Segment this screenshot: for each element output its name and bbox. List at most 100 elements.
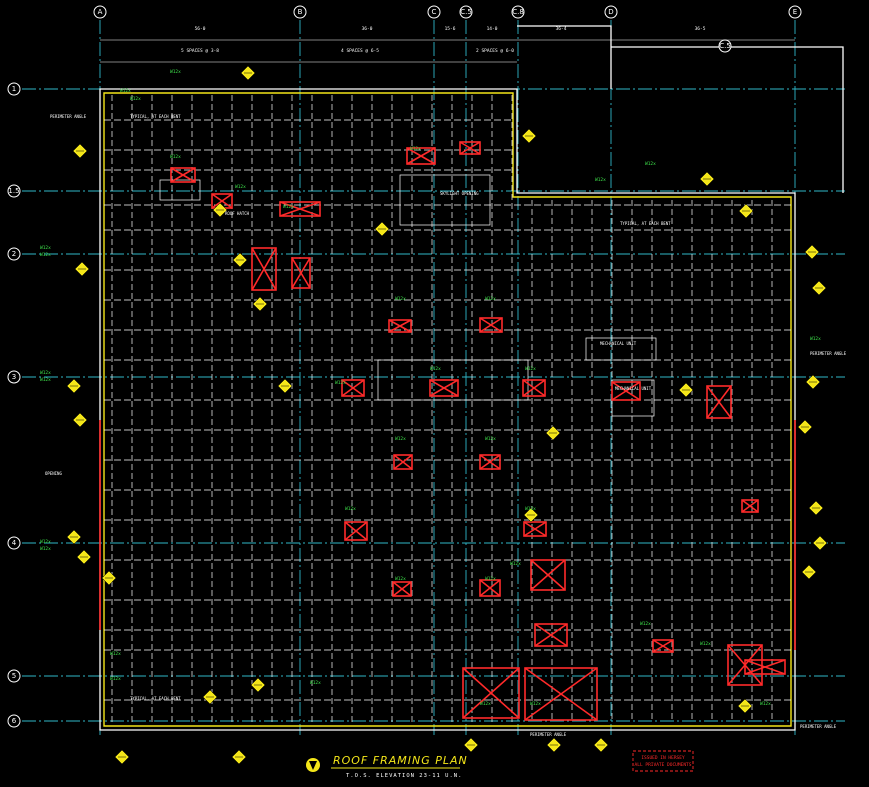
- detail-tag-icon: [811, 280, 827, 296]
- opening-diagonal: [479, 317, 503, 333]
- upper-mid-outline: [517, 25, 612, 89]
- roof-opening: [462, 667, 520, 719]
- grid-bubble-col: D: [604, 5, 618, 19]
- beam-mark-label: W12x: [510, 561, 521, 567]
- opening-outline: [279, 201, 321, 217]
- detail-tag-icon: [202, 689, 218, 705]
- grid-bubble-label: 4: [12, 539, 17, 547]
- north-arrow-pointer-icon: [309, 761, 317, 770]
- detail-tag-icon: [523, 507, 539, 523]
- framing-note: TYPICAL, AT EACH BENT: [130, 696, 181, 701]
- roof-opening: [534, 623, 568, 647]
- beam-mark-label: W12x: [645, 161, 656, 167]
- grid-bubble-col: C: [427, 5, 441, 19]
- roof-opening: [744, 659, 786, 675]
- roof-opening: [652, 639, 674, 653]
- parapet-line: [103, 92, 792, 727]
- opening-diagonal: [741, 499, 759, 513]
- opening-outline: [291, 257, 311, 289]
- opening-outline: [744, 659, 786, 675]
- detail-tags: [66, 65, 828, 765]
- grid-bubble-circle: [459, 5, 473, 19]
- opening-diagonal: [744, 659, 786, 675]
- beam-mark-label: W12x: [525, 366, 536, 372]
- roof-opening: [344, 521, 368, 541]
- beam-mark-label: W12x: [235, 184, 246, 190]
- grid-bubble-label: 1: [12, 85, 16, 93]
- detail-tag-icon: [546, 737, 562, 753]
- roof-opening: [611, 381, 641, 401]
- beam-mark-label: W12x: [40, 546, 51, 552]
- opening-diagonal: [652, 639, 674, 653]
- roof-opening: [479, 454, 501, 470]
- beam-mark-label: W12x: [395, 436, 406, 442]
- roof-opening: [170, 167, 196, 183]
- opening-diagonal: [344, 521, 368, 541]
- grid-bubble-row: 3: [7, 370, 21, 384]
- opening-diagonal: [211, 193, 233, 209]
- grid-bubble-label: C: [432, 8, 437, 16]
- opening-outline: [392, 581, 412, 597]
- opening-diagonal: [706, 385, 732, 419]
- beam-mark-label: W12x: [335, 380, 346, 386]
- stamp-line-1: ISSUED IN HERSEY: [641, 755, 685, 761]
- dimension-label: 36-5: [695, 26, 706, 32]
- detail-tag-icon: [808, 500, 824, 516]
- opening-diagonal: [534, 623, 568, 647]
- roof-outline: [99, 88, 796, 731]
- framing-note: PERIMETER ANGLE: [50, 114, 87, 119]
- opening-outline: [341, 379, 365, 397]
- grid-bubble-circle: [511, 5, 525, 19]
- beam-mark-label: W12x: [40, 245, 51, 251]
- opening-outline: [523, 521, 547, 537]
- beam-mark-label: W12x: [110, 651, 121, 657]
- roof-opening: [393, 454, 413, 470]
- roof-opening: [291, 257, 311, 289]
- detail-tag-icon: [801, 564, 817, 580]
- detail-tag-icon: [545, 425, 561, 441]
- roof-opening: [406, 147, 436, 165]
- beam-mark-label: W12x: [525, 506, 536, 512]
- beam-mark-label: W12x: [130, 96, 141, 102]
- detail-tag-icon: [678, 382, 694, 398]
- opening-diagonal: [479, 454, 501, 470]
- drawing-subtitle: T.O.S. ELEVATION 23-11 U.N.: [346, 773, 462, 779]
- opening-outline: [727, 644, 763, 686]
- framing-note: ROOF HATCH: [225, 211, 250, 216]
- grid-bubble-row: 6: [7, 714, 21, 728]
- beam-mark-label: W12x: [120, 88, 131, 94]
- detail-tag-icon: [114, 749, 130, 765]
- grid-bubble-circle: [7, 536, 21, 550]
- detail-tag-icon: [593, 737, 609, 753]
- opening-diagonal: [479, 579, 501, 597]
- framing-note: PERIMETER ANGLE: [810, 351, 847, 356]
- beam-mark-label: W12x: [530, 701, 541, 707]
- grid-bubble-label: 1.5: [8, 187, 19, 195]
- opening-outline: [524, 667, 598, 721]
- opening-diagonal: [524, 667, 598, 721]
- roof-opening: [479, 317, 503, 333]
- beam-mark-label: W12x: [480, 701, 491, 707]
- opening-outline: [462, 667, 520, 719]
- detail-tag-icon: [374, 221, 390, 237]
- detail-tag-icon: [797, 419, 813, 435]
- grid-bubble-label: C.5: [719, 42, 731, 50]
- grid-bubble-circle: [7, 714, 21, 728]
- detail-tag-icon: [804, 244, 820, 260]
- detail-tag-icon: [66, 529, 82, 545]
- grid-bubble-row: 2: [7, 247, 21, 261]
- grid-bubble-circle: [788, 5, 802, 19]
- beam-mark-label: W12x: [760, 701, 771, 707]
- opening-diagonal: [522, 379, 546, 397]
- grid-lines: [22, 20, 845, 735]
- grid-bubble-circle: [7, 82, 21, 96]
- roof-opening: [741, 499, 759, 513]
- framing-note: TYPICAL, AT EACH BENT: [620, 221, 671, 226]
- detail-tag-icon: [463, 737, 479, 753]
- grid-bubble-label: 3: [12, 373, 16, 381]
- framing-note: MECHANICAL UNIT: [615, 386, 652, 391]
- grid-bubble-circle: [718, 39, 732, 53]
- detail-tag-icon: [737, 698, 753, 714]
- roof-perimeter: [99, 25, 844, 731]
